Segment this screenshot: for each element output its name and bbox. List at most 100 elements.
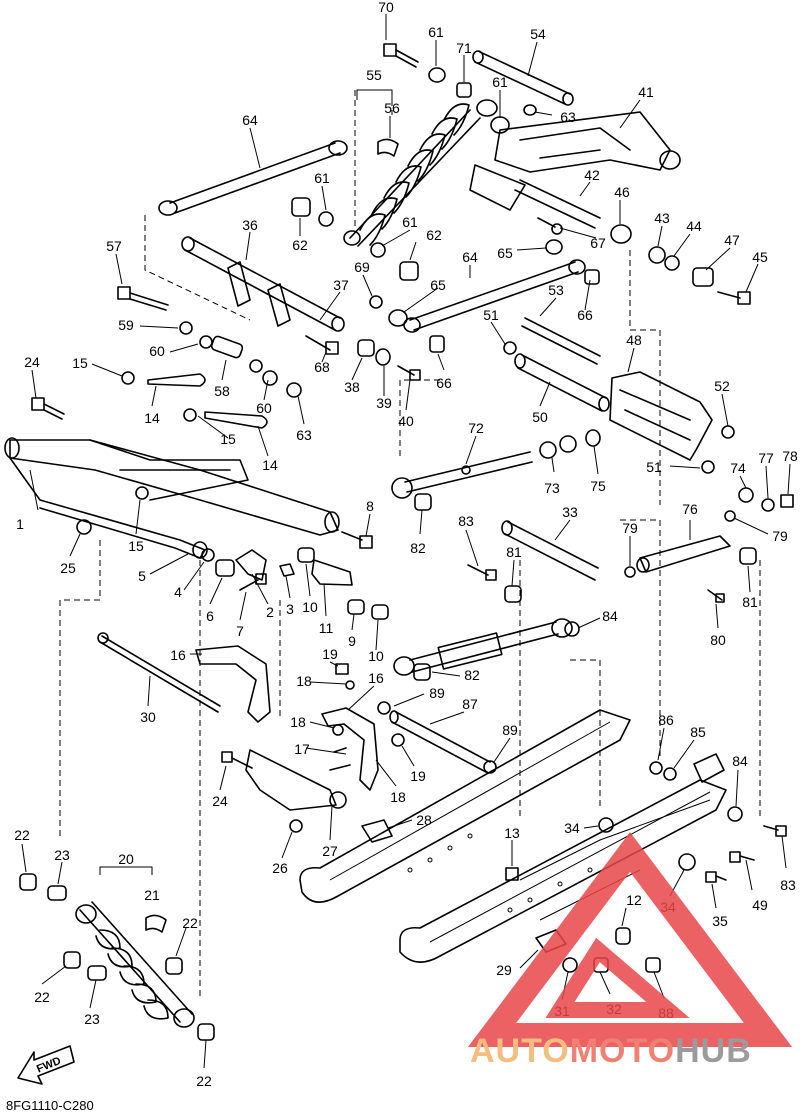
callout-25: 25 (60, 560, 76, 576)
rod-64-upper (158, 140, 348, 216)
callout-15a: 15 (72, 355, 88, 371)
collar-88 (645, 957, 661, 973)
callout-1: 1 (16, 516, 24, 532)
automotohub-watermark: AUTOMOTOHUB (467, 832, 793, 1070)
callout-79b: 79 (772, 528, 788, 544)
callout-51b: 51 (646, 459, 662, 475)
block-28 (361, 819, 393, 843)
callout-58: 58 (214, 383, 230, 399)
collar-22c (63, 951, 81, 969)
washer-84a (564, 621, 580, 637)
callout-45: 45 (752, 249, 768, 265)
callout-64a: 64 (242, 112, 258, 128)
callout-69: 69 (354, 259, 370, 275)
nut-61d (370, 242, 386, 258)
collar-9 (347, 599, 365, 615)
callout-19b: 19 (410, 768, 426, 784)
callout-80: 80 (710, 632, 726, 648)
callout-41: 41 (638, 84, 654, 100)
collar-62a (291, 197, 311, 217)
nut-15b (183, 408, 197, 422)
shaft-33 (501, 520, 599, 581)
arm-36 (181, 236, 345, 332)
callout-76: 76 (682, 501, 698, 517)
svg-text:AUTOMOTOHUB: AUTOMOTOHUB (470, 1032, 752, 1070)
nut-13 (505, 867, 519, 881)
callout-43: 43 (654, 210, 670, 226)
callout-15c: 15 (128, 538, 144, 554)
bolt-49 (729, 851, 755, 863)
callout-87: 87 (462, 696, 478, 712)
callout-46: 46 (614, 184, 630, 200)
callout-15b: 15 (220, 431, 236, 447)
callout-23a: 23 (54, 847, 70, 863)
bracket-11 (311, 559, 353, 586)
nut-52 (721, 425, 735, 439)
shock-absorber-20 (75, 901, 195, 1028)
cam-2 (235, 549, 267, 581)
nut-63-top (523, 104, 537, 116)
callout-61d: 61 (402, 214, 418, 230)
arm-1 (4, 437, 340, 559)
washer-44 (664, 255, 680, 271)
washer-34b (678, 853, 696, 871)
washer-85 (663, 767, 677, 781)
nut-15a (121, 371, 135, 385)
callout-7: 7 (236, 623, 244, 639)
bolt-18b (332, 724, 344, 736)
callout-65b: 65 (430, 277, 446, 293)
callout-72: 72 (468, 420, 484, 436)
callout-89a: 89 (429, 685, 445, 701)
callout-23b: 23 (84, 1011, 100, 1027)
callout-19a: 19 (322, 646, 338, 662)
callout-55: 55 (366, 67, 382, 83)
collar-73b (559, 435, 577, 453)
bolt-8 (341, 531, 373, 549)
shaft-87 (389, 710, 491, 773)
watermark-triangle-outer (467, 832, 793, 1047)
callout-65a: 65 (497, 245, 513, 261)
washer-43 (648, 246, 666, 264)
nut-15c (135, 486, 149, 500)
callout-37: 37 (333, 277, 349, 293)
callout-26: 26 (272, 860, 288, 876)
watermark-auto: AUTO (470, 1032, 570, 1070)
collar-73a (539, 441, 557, 459)
bolt-7 (239, 573, 267, 591)
collar-26 (289, 819, 303, 833)
watermark-moto: MOTO (570, 1032, 675, 1070)
callout-4: 4 (174, 584, 182, 600)
callout-84a: 84 (602, 608, 618, 624)
nut-61c (318, 211, 334, 227)
collar-62b (399, 261, 419, 281)
callout-8: 8 (366, 498, 374, 514)
callout-64b: 64 (462, 249, 478, 265)
watermark-triangle-inner (545, 937, 690, 1018)
callout-2: 2 (266, 604, 274, 620)
callout-79a: 79 (622, 520, 638, 536)
arm-76 (636, 535, 731, 573)
washer-84b (727, 806, 743, 822)
callout-62a: 62 (292, 237, 308, 253)
callout-22c: 22 (34, 989, 50, 1005)
bolt-24-lower (221, 751, 253, 769)
collar-6 (215, 559, 235, 577)
callout-11: 11 (319, 620, 334, 636)
bolt-70 (383, 43, 419, 68)
callout-47: 47 (724, 232, 740, 248)
washer-51b (701, 460, 715, 474)
callout-51a: 51 (483, 307, 499, 323)
callout-62b: 62 (426, 227, 442, 243)
bracket-48 (609, 371, 713, 461)
callout-54: 54 (530, 26, 546, 42)
bolt-35 (705, 871, 727, 883)
nut-63b (286, 382, 302, 398)
washer-51a (503, 341, 517, 355)
rod-64-lower (403, 259, 600, 333)
callout-36: 36 (242, 217, 258, 233)
callout-66a: 66 (577, 307, 593, 323)
callout-75: 75 (590, 478, 606, 494)
bolt-14a (147, 373, 206, 387)
callout-18a: 18 (296, 673, 312, 689)
